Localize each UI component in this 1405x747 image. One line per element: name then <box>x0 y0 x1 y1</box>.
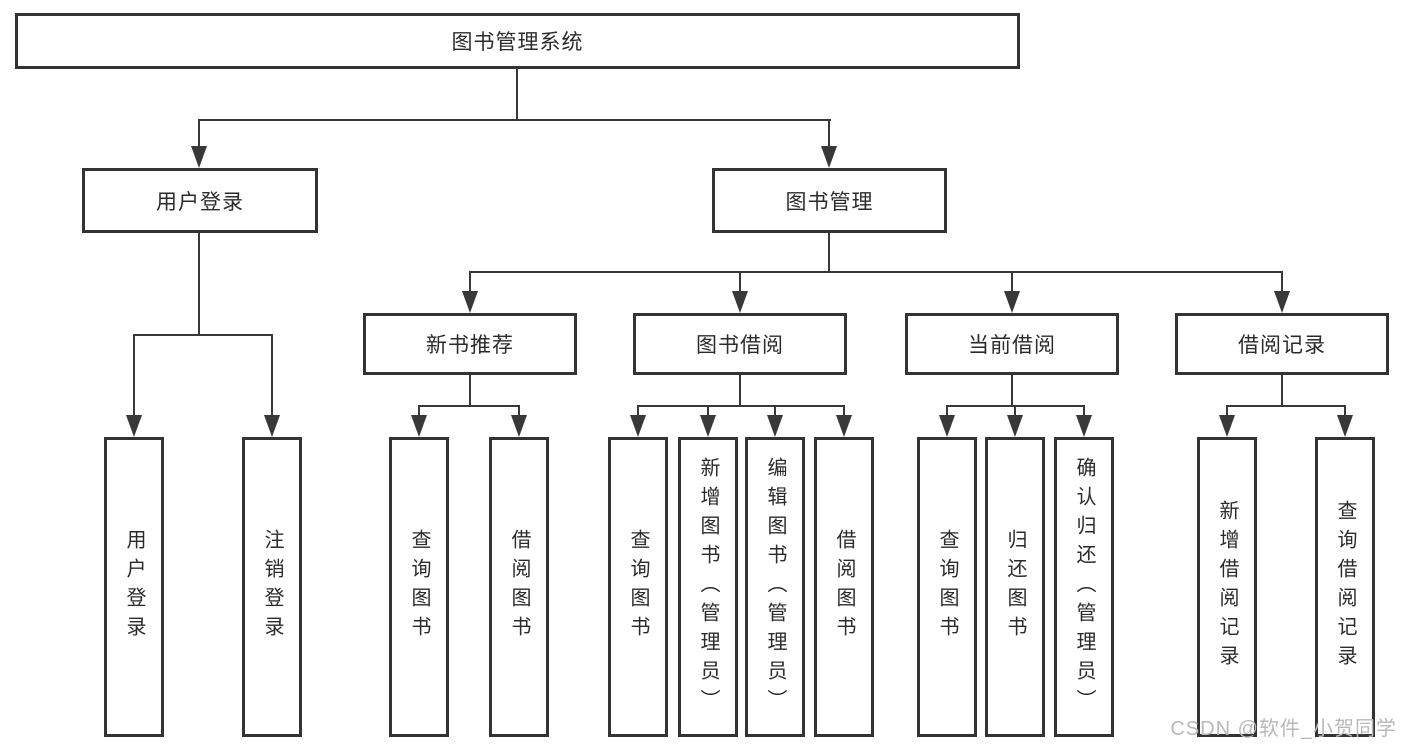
connector-line <box>1011 375 1013 406</box>
leaf-bb-query-books: 查询图书 <box>608 437 668 737</box>
leaf-br-query-record: 查询借阅记录 <box>1315 437 1375 737</box>
node-user-login: 用户登录 <box>82 168 318 233</box>
connector-line <box>418 405 420 419</box>
connector-line <box>133 334 135 418</box>
arrow-down-icon <box>630 415 646 437</box>
arrow-down-icon <box>700 415 716 437</box>
connector-line <box>1011 271 1013 293</box>
leaf-bb-add-books: 新增图书（管理员） <box>678 437 738 737</box>
connector-line <box>1083 405 1085 419</box>
connector-line <box>1014 405 1016 419</box>
node-borrow-records: 借阅记录 <box>1175 313 1389 375</box>
node-book-borrow-label: 图书借阅 <box>696 334 784 357</box>
arrow-down-icon <box>462 291 478 313</box>
connector-line <box>469 271 471 293</box>
leaf-br-add-record-label: 新增借阅记录 <box>1216 500 1238 674</box>
leaf-bb-add-books-label: 新增图书（管理员） <box>697 456 719 718</box>
connector-line <box>828 233 830 273</box>
connector-line <box>1281 271 1283 293</box>
connector-line <box>271 334 273 418</box>
leaf-bb-edit-books: 编辑图书（管理员） <box>745 437 805 737</box>
leaf-cb-return-books-label: 归还图书 <box>1004 529 1026 645</box>
connector-line <box>469 271 1283 273</box>
arrow-down-icon <box>821 146 837 168</box>
node-borrow-records-label: 借阅记录 <box>1238 334 1326 357</box>
arrow-down-icon <box>1007 415 1023 437</box>
arrow-down-icon <box>1274 291 1290 313</box>
node-current-borrow-label: 当前借阅 <box>968 334 1056 357</box>
arrow-down-icon <box>1076 415 1092 437</box>
connector-line <box>637 405 845 407</box>
node-book-management-label: 图书管理 <box>785 190 874 214</box>
leaf-logout: 注销登录 <box>242 437 302 737</box>
arrow-down-icon <box>732 291 748 313</box>
arrow-down-icon <box>1337 415 1353 437</box>
connector-line <box>198 119 200 149</box>
connector-line <box>516 68 518 120</box>
node-new-book-recommend-label: 新书推荐 <box>426 334 514 357</box>
arrow-down-icon <box>411 415 427 437</box>
leaf-nb-query-books-label: 查询图书 <box>408 529 430 645</box>
connector-line <box>637 405 639 419</box>
leaf-bb-borrow-books: 借阅图书 <box>814 437 874 737</box>
node-book-management: 图书管理 <box>712 168 947 233</box>
connector-line <box>418 405 520 407</box>
connector-line <box>198 233 200 335</box>
arrow-down-icon <box>1219 415 1235 437</box>
node-root: 图书管理系统 <box>15 13 1020 69</box>
connector-line <box>469 375 471 406</box>
arrow-down-icon <box>939 415 955 437</box>
connector-line <box>828 119 830 149</box>
node-book-borrow: 图书借阅 <box>633 313 847 375</box>
connector-line <box>1226 405 1228 419</box>
node-root-label: 图书管理系统 <box>451 31 584 54</box>
leaf-cb-query-books: 查询图书 <box>917 437 977 737</box>
connector-line <box>707 405 709 419</box>
arrow-down-icon <box>1004 291 1020 313</box>
watermark: CSDN @软件_小贺同学 <box>1170 718 1397 740</box>
node-new-book-recommend: 新书推荐 <box>363 313 577 375</box>
leaf-cb-confirm-return: 确认归还（管理员） <box>1054 437 1114 737</box>
leaf-br-query-record-label: 查询借阅记录 <box>1334 500 1356 674</box>
leaf-bb-borrow-books-label: 借阅图书 <box>833 529 855 645</box>
node-user-login-label: 用户登录 <box>156 190 244 214</box>
leaf-logout-label: 注销登录 <box>261 529 283 645</box>
arrow-down-icon <box>191 146 207 168</box>
connector-line <box>518 405 520 419</box>
connector-line <box>1344 405 1346 419</box>
connector-line <box>1281 375 1283 406</box>
leaf-nb-query-books: 查询图书 <box>389 437 449 737</box>
leaf-nb-borrow-books: 借阅图书 <box>489 437 549 737</box>
leaf-br-add-record: 新增借阅记录 <box>1197 437 1257 737</box>
connector-line <box>946 405 948 419</box>
connector-line <box>198 119 831 121</box>
arrow-down-icon <box>264 415 280 437</box>
leaf-cb-query-books-label: 查询图书 <box>936 529 958 645</box>
arrow-down-icon <box>511 415 527 437</box>
arrow-down-icon <box>836 415 852 437</box>
arrow-down-icon <box>767 415 783 437</box>
connector-line <box>774 405 776 419</box>
node-current-borrow: 当前借阅 <box>905 313 1119 375</box>
leaf-cb-return-books: 归还图书 <box>985 437 1045 737</box>
leaf-bb-edit-books-label: 编辑图书（管理员） <box>764 456 786 718</box>
connector-line <box>843 405 845 419</box>
connector-line <box>1226 405 1346 407</box>
leaf-cb-confirm-return-label: 确认归还（管理员） <box>1073 456 1095 718</box>
leaf-user-login: 用户登录 <box>104 437 164 737</box>
leaf-bb-query-books-label: 查询图书 <box>627 529 649 645</box>
connector-line <box>133 334 273 336</box>
connector-line <box>739 375 741 406</box>
leaf-user-login-label: 用户登录 <box>123 529 145 645</box>
connector-line <box>739 271 741 293</box>
arrow-down-icon <box>126 415 142 437</box>
leaf-nb-borrow-books-label: 借阅图书 <box>508 529 530 645</box>
